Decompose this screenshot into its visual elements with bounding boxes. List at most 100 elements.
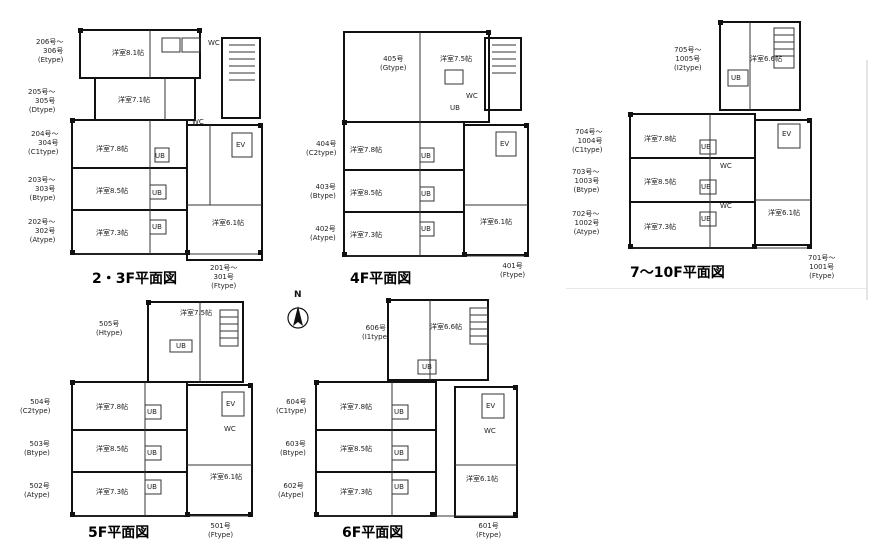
- unit-label: 404号 (C2type): [306, 140, 337, 157]
- floor-plan-4f-drawing: [342, 30, 529, 257]
- unit-label: 402号 (Atype): [310, 225, 336, 242]
- ub-label: UB: [421, 190, 431, 198]
- unit-label: 502号 (Atype): [24, 482, 50, 499]
- scan-hairline: [566, 288, 866, 289]
- room-label: 洋室7.8帖: [96, 145, 129, 153]
- room-label: 洋室7.8帖: [340, 403, 373, 411]
- floor-plan-title: 7～10F平面図: [630, 265, 725, 281]
- room-label: 洋室8.1帖: [112, 49, 145, 57]
- unit-label: 504号 (C2type): [20, 398, 51, 415]
- ub-label: UB: [155, 152, 165, 160]
- wc-label: WC: [208, 39, 220, 47]
- floor-plan-6f-drawing: [314, 298, 518, 518]
- unit-label: 704号～ 1004号 (C1type): [572, 128, 603, 154]
- unit-label: 401号 (Ftype): [500, 262, 526, 279]
- floor-plan-4f: 洋室7.5帖 洋室7.8帖 洋室8.5帖 洋室7.3帖 洋室6.1帖 UB WC…: [280, 0, 540, 290]
- unit-label: 701号～ 1001号 (Ftype): [808, 254, 836, 280]
- room-label: 洋室7.8帖: [644, 135, 677, 143]
- unit-label: 405号 (Gtype): [380, 55, 407, 72]
- room-label: 洋室6.1帖: [768, 209, 801, 217]
- ub-label: UB: [731, 74, 741, 82]
- unit-label: 703号～ 1003号 (Btype): [572, 168, 600, 194]
- unit-label: 602号 (Atype): [278, 482, 304, 499]
- north-arrow: N: [285, 290, 315, 334]
- ub-label: UB: [701, 215, 711, 223]
- room-label: 洋室7.5帖: [440, 55, 473, 63]
- room-label: 洋室6.1帖: [480, 218, 513, 226]
- room-label: 洋室8.5帖: [350, 189, 383, 197]
- unit-label: 705号～ 1005号 (I2type): [674, 46, 702, 72]
- unit-label: 204号～ 304号 (C1type): [28, 130, 59, 156]
- room-label: 洋室7.3帖: [96, 488, 129, 496]
- unit-label: 206号～ 306号 (Etype): [36, 38, 64, 64]
- ev-label: EV: [486, 402, 496, 410]
- floor-plan-2-3f-drawing: [70, 28, 263, 261]
- ub-label: UB: [394, 449, 404, 457]
- floor-plan-title: 2・3F平面図: [92, 271, 178, 287]
- ub-label: UB: [176, 342, 186, 350]
- room-label: 洋室7.8帖: [350, 146, 383, 154]
- wc-label: WC: [224, 425, 236, 433]
- floor-plan-2-3f: 洋室8.1帖 洋室7.1帖 洋室7.8帖 洋室8.5帖 洋室7.3帖 洋室6.1…: [0, 0, 300, 290]
- floor-plan-5f-drawing: [70, 300, 253, 517]
- floor-plan-7-10f: 洋室6.6帖 洋室7.8帖 洋室8.5帖 洋室7.3帖 洋室6.1帖 UB UB…: [560, 0, 865, 290]
- ub-label: UB: [421, 152, 431, 160]
- room-label: 洋室8.5帖: [340, 445, 373, 453]
- wc-label: WC: [192, 118, 204, 126]
- unit-label: 601号 (Ftype): [476, 522, 502, 539]
- unit-label: 203号～ 303号 (Btype): [28, 176, 56, 202]
- unit-label: 403号 (Btype): [310, 183, 336, 200]
- unit-label: 503号 (Btype): [24, 440, 50, 457]
- ub-label: UB: [450, 104, 460, 112]
- room-label: 洋室6.6帖: [750, 55, 783, 63]
- floor-plan-7-10f-drawing: [628, 20, 812, 249]
- ub-label: UB: [394, 483, 404, 491]
- floor-plan-title: 4F平面図: [350, 271, 412, 287]
- room-label: 洋室6.1帖: [466, 475, 499, 483]
- room-label: 洋室7.1帖: [118, 96, 151, 104]
- room-label: 洋室8.5帖: [96, 445, 129, 453]
- room-label: 洋室7.3帖: [340, 488, 373, 496]
- wc-label: WC: [720, 162, 732, 170]
- compass-icon: [287, 306, 309, 329]
- floor-plan-title: 6F平面図: [342, 525, 404, 541]
- ub-label: UB: [152, 223, 162, 231]
- room-label: 洋室6.6帖: [430, 323, 463, 331]
- floor-plan-5f: 洋室7.5帖 洋室7.8帖 洋室8.5帖 洋室7.3帖 洋室6.1帖 UB UB…: [0, 290, 290, 545]
- ub-label: UB: [152, 189, 162, 197]
- ub-label: UB: [701, 143, 711, 151]
- unit-label: 606号 (I1type): [362, 324, 390, 341]
- wc-label: WC: [466, 92, 478, 100]
- room-label: 洋室7.5帖: [180, 309, 213, 317]
- room-label: 洋室7.3帖: [96, 229, 129, 237]
- room-label: 洋室7.3帖: [644, 223, 677, 231]
- ub-label: UB: [394, 408, 404, 416]
- north-letter: N: [294, 290, 302, 300]
- ev-label: EV: [782, 130, 792, 138]
- unit-label: 604号 (C1type): [276, 398, 307, 415]
- room-label: 洋室7.8帖: [96, 403, 129, 411]
- room-label: 洋室8.5帖: [644, 178, 677, 186]
- unit-label: 505号 (Htype): [96, 320, 123, 337]
- ev-label: EV: [236, 141, 246, 149]
- ub-label: UB: [147, 449, 157, 457]
- ub-label: UB: [147, 483, 157, 491]
- ub-label: UB: [701, 183, 711, 191]
- room-label: 洋室7.3帖: [350, 231, 383, 239]
- unit-label: 205号～ 305号 (Dtype): [28, 88, 56, 114]
- room-label: 洋室6.1帖: [212, 219, 245, 227]
- unit-label: 501号 (Ftype): [208, 522, 234, 539]
- floor-plan-title: 5F平面図: [88, 525, 150, 541]
- ub-label: UB: [421, 225, 431, 233]
- unit-label: 201号～ 301号 (Ftype): [210, 264, 238, 290]
- unit-label: 603号 (Btype): [280, 440, 306, 457]
- scan-edge-mark: [866, 60, 868, 300]
- ev-label: EV: [500, 140, 510, 148]
- unit-label: 702号～ 1002号 (Atype): [572, 210, 600, 236]
- room-label: 洋室6.1帖: [210, 473, 243, 481]
- floor-plan-6f: 洋室6.6帖 洋室7.8帖 洋室8.5帖 洋室7.3帖 洋室6.1帖 UB UB…: [270, 290, 540, 545]
- ev-label: EV: [226, 400, 236, 408]
- wc-label: WC: [484, 427, 496, 435]
- unit-label: 202号～ 302号 (Atype): [28, 218, 56, 244]
- wc-label: WC: [720, 202, 732, 210]
